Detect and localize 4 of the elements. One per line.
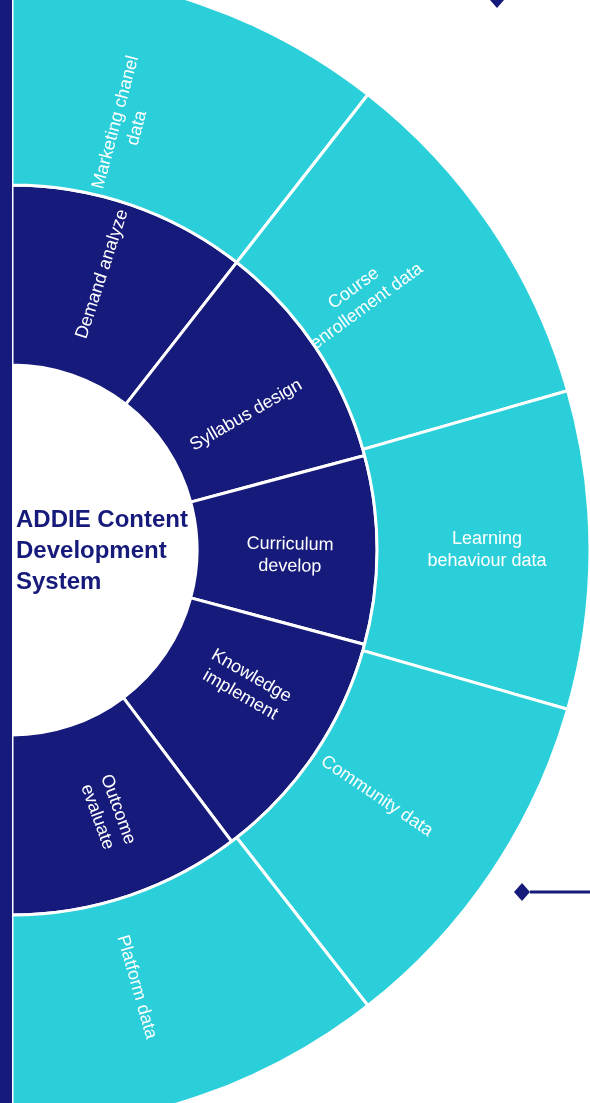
segment-label: Platform data [112,931,164,1044]
center-title: ADDIE Content Development System [16,504,189,597]
segment-label: Curriculum develop [245,532,335,578]
segment-label: Learning behaviour data [426,528,548,572]
